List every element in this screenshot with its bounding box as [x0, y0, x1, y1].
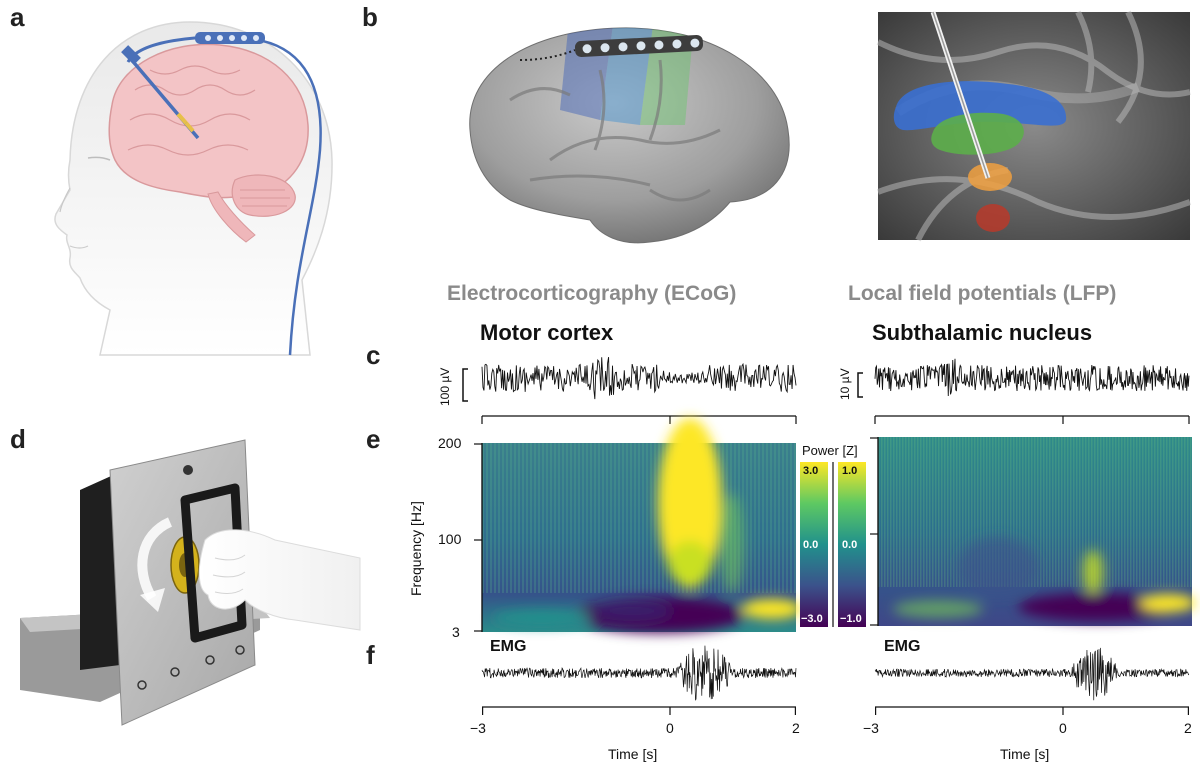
colorbar-divider	[832, 462, 834, 627]
mri-blue-region	[893, 81, 1067, 131]
device-handle	[180, 483, 247, 643]
time-axis-label-right: Time [s]	[1000, 746, 1050, 762]
colorbar-right	[838, 462, 866, 627]
panel-letter-f: f	[366, 640, 375, 670]
hand-illustration	[198, 529, 361, 631]
head-illustration	[54, 21, 333, 356]
xtick-left-zero: 0	[666, 720, 674, 736]
time-axis-right	[875, 706, 1189, 715]
raw-trace-left	[481, 357, 797, 424]
time-axis-label-left: Time [s]	[608, 746, 658, 762]
emg-label-right: EMG	[884, 638, 921, 655]
cortex-surface-render	[469, 27, 790, 244]
time-axis-left	[482, 706, 796, 715]
region-title-left: Motor cortex	[480, 320, 614, 345]
emg-label-left: EMG	[490, 638, 527, 655]
ytick-3: 3	[452, 624, 460, 640]
raw-trace-right	[874, 358, 1190, 424]
spectrogram-ylabel: Frequency [Hz]	[408, 501, 424, 596]
panel-letter-e: e	[366, 424, 381, 454]
emg-trace-right	[874, 647, 1190, 701]
colorbar-right-min: −1.0	[840, 613, 862, 625]
region-title-right: Subthalamic nucleus	[872, 320, 1093, 345]
scale-bar-label-right: 10 µV	[838, 368, 852, 400]
spectrogram-yaxis-left	[474, 443, 483, 632]
spectrogram-yaxis-right	[870, 437, 879, 626]
xtick-right-zero: 0	[1059, 720, 1067, 736]
colorbar-left	[800, 462, 828, 627]
mri-subthalamic-image	[876, 10, 1192, 242]
section-title-lfp: Local field potentials (LFP)	[848, 282, 1117, 305]
panel-letter-d: d	[10, 424, 26, 454]
mri-green-region	[931, 112, 1024, 155]
xtick-right-end: 2	[1184, 720, 1192, 736]
xtick-right-start: −3	[863, 720, 879, 736]
panel-letter-a: a	[10, 2, 25, 32]
colorbar-right-max: 1.0	[842, 465, 858, 477]
colorbar-right-mid: 0.0	[842, 539, 858, 551]
spectrogram-right	[877, 437, 1196, 626]
panel-letter-c: c	[366, 340, 381, 370]
colorbar-left-max: 3.0	[803, 465, 819, 477]
scale-bar-right	[857, 372, 863, 398]
ytick-100: 100	[438, 531, 462, 547]
colorbar-title: Power [Z]	[802, 443, 858, 458]
mri-red-region	[976, 204, 1010, 232]
spectrogram-left	[481, 418, 802, 633]
panel-letter-b: b	[362, 2, 378, 32]
scale-bar-left	[462, 368, 468, 402]
scale-bar-label-left: 100 µV	[438, 367, 452, 406]
section-title-ecog: Electrocorticography (ECoG)	[447, 282, 737, 305]
ytick-200: 200	[438, 435, 462, 451]
emg-trace-left	[481, 645, 797, 701]
colorbar-left-min: −3.0	[801, 613, 823, 625]
colorbar-left-mid: 0.0	[803, 539, 819, 551]
rotation-device-illustration	[20, 439, 361, 726]
xtick-left-end: 2	[792, 720, 800, 736]
rotation-arrow-icon	[137, 517, 173, 601]
xtick-left-start: −3	[470, 720, 486, 736]
